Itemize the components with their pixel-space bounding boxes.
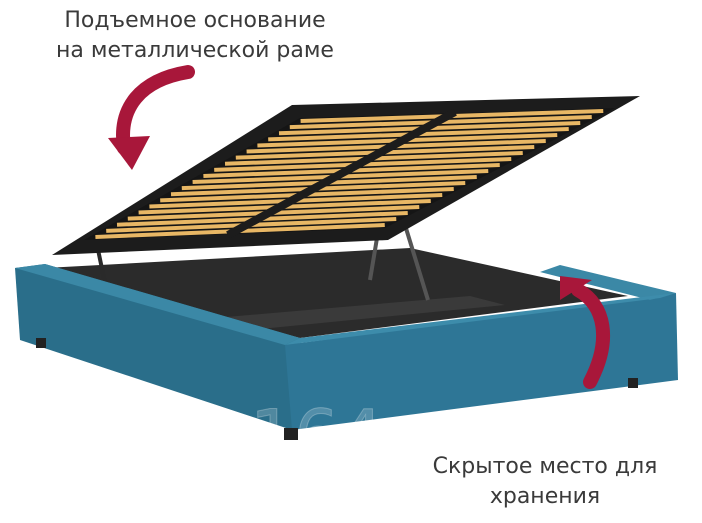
bed-foot xyxy=(628,378,638,388)
caption-lift-base-line2: на металлической раме xyxy=(56,38,334,63)
bed-rail-left xyxy=(15,264,300,430)
bed-rail-corner-top xyxy=(285,293,676,345)
bed-foot xyxy=(284,428,298,440)
curved-arrow-down-icon xyxy=(108,65,195,170)
bed-rail-right-top xyxy=(540,265,676,300)
watermark: 164 xyxy=(250,395,384,477)
lift-frame xyxy=(52,96,640,255)
storage-interior xyxy=(45,248,628,338)
bed-rail-front xyxy=(285,293,678,430)
caption-hidden-storage: Скрытое место для хранения xyxy=(400,452,690,512)
gas-strut-right xyxy=(403,224,430,301)
curved-arrow-up-icon xyxy=(560,276,610,389)
bed-foot xyxy=(36,338,46,348)
caption-hidden-storage-line2: хранения xyxy=(489,484,601,509)
bed-rail-left-top xyxy=(15,264,300,345)
caption-lift-base-line1: Подъемное основание xyxy=(64,8,326,33)
caption-hidden-storage-line1: Скрытое место для xyxy=(432,454,658,479)
caption-lift-base: Подъемное основание на металлической рам… xyxy=(30,6,360,66)
storage-divider xyxy=(215,296,505,330)
